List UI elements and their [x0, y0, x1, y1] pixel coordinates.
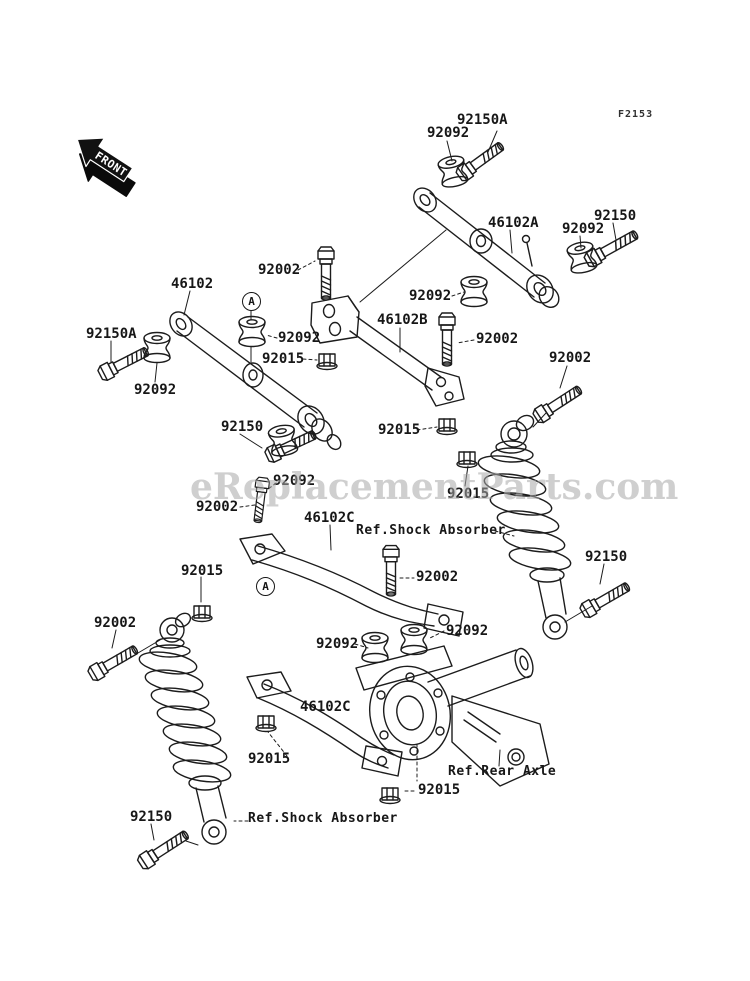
part-number-label: 92150A: [457, 112, 508, 128]
part-number-label: 92150: [130, 809, 173, 825]
part-number-label: 92002: [94, 615, 137, 631]
part-number-label: 92002: [196, 499, 239, 515]
part-number-label: 92002: [549, 350, 592, 366]
part-number-label: 92015: [447, 486, 490, 502]
part-number-label: 92002: [416, 569, 459, 585]
tie-rod-46102b-drawing: [310, 295, 465, 407]
reference-label: Ref.Rear Axle: [448, 764, 557, 779]
shock-absorber-right-drawing: [477, 414, 572, 640]
part-number-label: 92092: [278, 330, 321, 346]
part-number-label: 92015: [378, 422, 421, 438]
torque-link-upper-46102c-drawing: [239, 533, 464, 637]
part-number-label: 92150: [585, 549, 628, 565]
part-number-label: 92150A: [86, 326, 137, 342]
part-number-label: 92092: [409, 288, 452, 304]
reference-label: Ref.Shock Absorber: [356, 523, 506, 538]
torque-link-lower-46102c-drawing: [246, 671, 403, 777]
part-number-label: 92092: [562, 221, 605, 237]
part-number-label: 46102B: [377, 312, 428, 328]
circled-letter-callout: A: [242, 292, 261, 311]
leader-lines: [110, 130, 617, 846]
part-number-label: 92015: [181, 563, 224, 579]
part-number-label: 92092: [316, 636, 359, 652]
part-number-label: 92015: [262, 351, 305, 367]
circled-letter-callout: A: [256, 577, 275, 596]
reference-label: Ref.Shock Absorber: [248, 811, 398, 826]
swing-arm-46102a-drawing: [413, 187, 560, 308]
part-number-label: 92092: [134, 382, 177, 398]
part-number-label: 92002: [476, 331, 519, 347]
part-number-label: 46102C: [300, 699, 351, 715]
shock-absorber-left-drawing: [138, 612, 232, 845]
part-number-label: 92150: [594, 208, 637, 224]
part-number-label: 46102A: [488, 215, 539, 231]
part-number-label: 92092: [427, 125, 470, 141]
figure-code: F2153: [618, 109, 654, 120]
part-number-label: 92015: [248, 751, 291, 767]
part-number-label: 92150: [221, 419, 264, 435]
part-number-label: 46102C: [304, 510, 355, 526]
part-number-label: 92002: [258, 262, 301, 278]
part-number-label: 92092: [446, 623, 489, 639]
part-number-label: 46102: [171, 276, 214, 292]
part-number-label: 92092: [273, 473, 316, 489]
swing-arm-46102-drawing: [169, 311, 342, 451]
part-number-label: 92015: [418, 782, 461, 798]
